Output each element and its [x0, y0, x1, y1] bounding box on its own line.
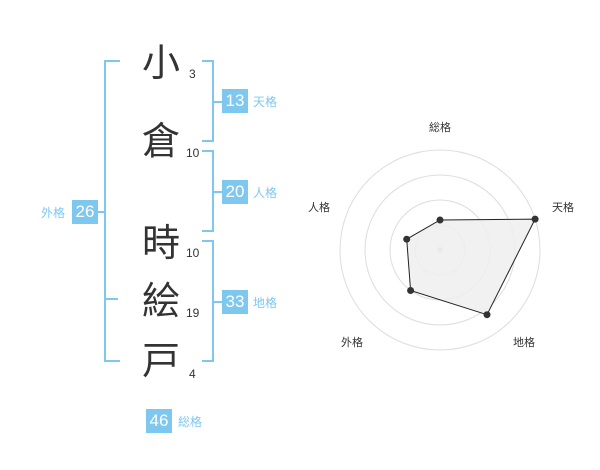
soukaku-value-badge: 46	[146, 409, 172, 433]
stroke-count-3: 10	[186, 246, 200, 260]
tenkaku-value-badge: 13	[222, 89, 248, 113]
radar-axis-label-4: 外格	[341, 335, 363, 349]
radar-point-1	[436, 216, 444, 224]
stroke-count-4: 19	[186, 306, 200, 320]
name-char-1: 小	[142, 41, 181, 85]
radar-point-5	[403, 235, 411, 243]
name-char-4: 絵	[142, 279, 181, 323]
radar-axis-label-3: 地格	[513, 335, 535, 349]
chikaku-value-badge: 33	[222, 290, 248, 314]
gaikaku-value-badge: 26	[72, 200, 98, 224]
chikaku-connector	[214, 301, 222, 303]
jinkaku-label: 人格	[253, 186, 278, 200]
stroke-count-1: 3	[189, 67, 196, 81]
radar-point-3	[483, 311, 491, 319]
jinkaku-value-badge: 20	[222, 180, 248, 204]
radar-axis-label-1: 総格	[429, 120, 451, 134]
name-char-2: 倉	[142, 119, 181, 163]
tenkaku-label: 天格	[253, 95, 278, 109]
gaikaku-bracket-tick	[104, 298, 118, 300]
radar-ring-4	[339, 149, 541, 351]
stroke-count-2: 10	[186, 146, 200, 160]
gaikaku-bracket	[104, 60, 120, 362]
radar-axis-label-2: 天格	[552, 200, 574, 214]
soukaku-label: 総格	[178, 415, 203, 429]
gaikaku-label: 外格	[41, 206, 66, 220]
radar-axis-label-5: 人格	[308, 200, 330, 214]
tenkaku-bracket	[202, 60, 214, 142]
chikaku-label: 地格	[253, 296, 278, 310]
radar-point-4	[407, 287, 415, 294]
jinkaku-connector	[214, 191, 222, 193]
name-char-3: 時	[142, 221, 181, 265]
name-char-5: 戸	[142, 339, 181, 383]
jinkaku-bracket	[202, 150, 214, 232]
chikaku-bracket	[202, 240, 214, 362]
gaikaku-connector	[98, 211, 104, 213]
radar-series-shape	[406, 218, 536, 316]
stroke-count-5: 4	[189, 367, 196, 381]
tenkaku-connector	[214, 101, 222, 103]
radar-point-2	[531, 215, 539, 223]
